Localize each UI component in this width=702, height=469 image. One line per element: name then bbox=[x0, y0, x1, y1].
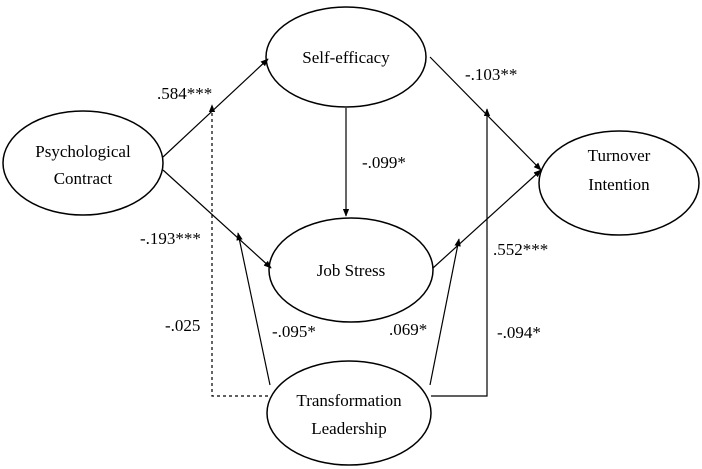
turnover-intention-label-line1: Turnover bbox=[588, 146, 651, 165]
moderation-arrow-se-ti bbox=[431, 108, 491, 397]
transformation-leadership-label-line1: Transformation bbox=[296, 391, 402, 410]
transformation-leadership-label-line2: Leadership bbox=[311, 419, 387, 438]
psychological-contract-label-line1: Psychological bbox=[35, 142, 131, 161]
node-self-efficacy bbox=[265, 6, 427, 108]
coef-tl-mod-pc-js: -.095* bbox=[272, 322, 316, 341]
coef-tl-mod-js-ti: .069* bbox=[389, 320, 427, 339]
coef-pc-to-se: .584*** bbox=[157, 84, 212, 103]
coef-tl-mod-pc-se: -.025 bbox=[165, 316, 200, 335]
psychological-contract-label-line2: Contract bbox=[54, 169, 113, 188]
node-psychological-contract bbox=[2, 110, 164, 216]
arrow-pc-to-js bbox=[162, 169, 272, 269]
self-efficacy-label: Self-efficacy bbox=[302, 48, 390, 67]
node-job-stress bbox=[268, 217, 434, 323]
node-transformation-leadership bbox=[266, 360, 432, 466]
moderation-arrow-pc-js bbox=[236, 232, 271, 386]
node-turnover-intention bbox=[538, 130, 700, 236]
moderation-arrow-js-ti bbox=[429, 238, 461, 386]
arrow-pc-to-se bbox=[162, 58, 269, 158]
moderation-arrow-pc-se bbox=[208, 104, 268, 397]
coef-se-to-js: -.099* bbox=[362, 153, 406, 172]
coef-tl-mod-se-ti: -.094* bbox=[497, 323, 541, 342]
coef-se-to-ti: -.103** bbox=[465, 65, 517, 84]
job-stress-label: Job Stress bbox=[317, 261, 385, 280]
coef-js-to-ti: .552*** bbox=[493, 240, 548, 259]
coef-pc-to-js: -.193*** bbox=[140, 229, 201, 248]
turnover-intention-label-line2: Intention bbox=[588, 175, 650, 194]
